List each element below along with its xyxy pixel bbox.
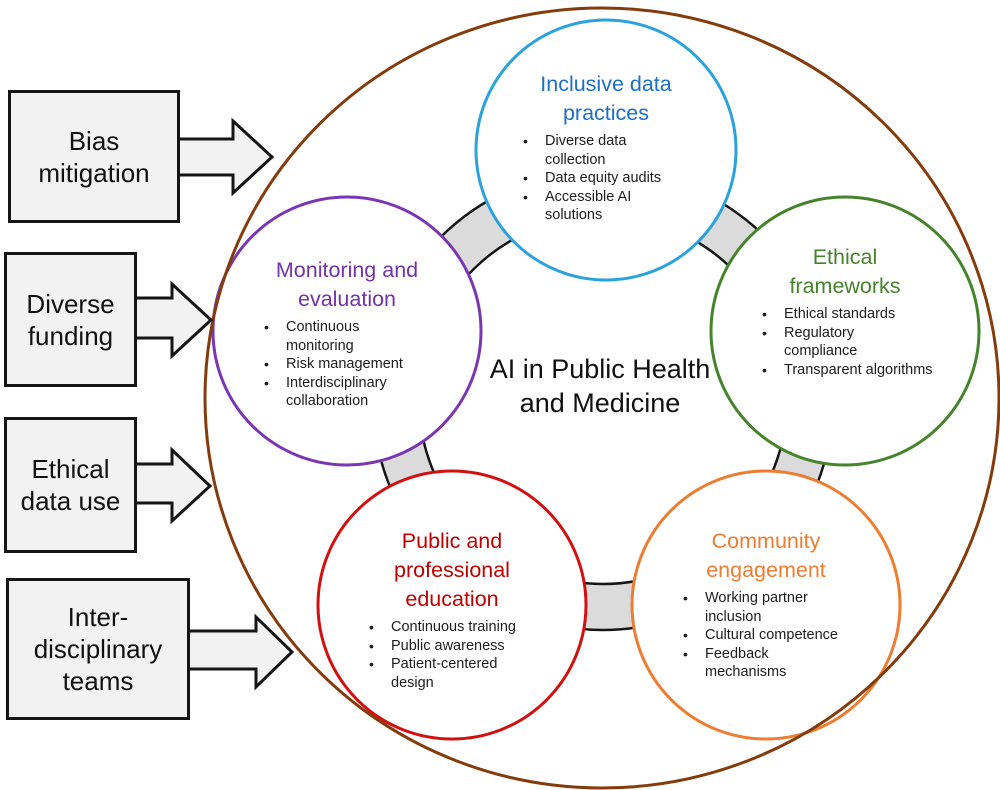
arrow-diverse-funding <box>131 280 214 360</box>
arrow-interdisciplinary-teams <box>184 613 295 691</box>
node-bullet-list: Working partner inclusion Cultural compe… <box>656 589 876 682</box>
diagram-center-title: AI in Public Health and Medicine <box>489 354 711 418</box>
node-bullet: Working partner inclusion <box>683 589 876 626</box>
node-text-public-and-professional-education: Public and professional education Contin… <box>342 527 562 692</box>
input-box-interdisciplinary-teams: Inter- disciplinary teams <box>6 578 190 720</box>
arrow-bias-mitigation <box>176 117 275 197</box>
node-bullet: Continuous training <box>369 618 562 637</box>
input-label-ethical-data-use: Ethical data use <box>20 454 121 516</box>
node-title: Ethical frameworks <box>789 245 901 298</box>
node-bullet: Transparent algorithms <box>762 361 955 380</box>
input-box-diverse-funding: Diverse funding <box>4 252 137 387</box>
node-bullet: Feedback mechanisms <box>683 645 876 682</box>
input-box-ethical-data-use: Ethical data use <box>4 417 137 553</box>
node-bullet-list: Ethical standards Regulatory compliance … <box>735 305 955 379</box>
node-title: Community engagement <box>706 529 826 582</box>
node-bullet: Patient-centered design <box>369 655 562 692</box>
node-title: Inclusive data practices <box>540 72 672 125</box>
node-bullet: Diverse data collection <box>523 132 716 169</box>
node-bullet: Continuous monitoring <box>264 318 457 355</box>
node-bullet: Interdisciplinary collaboration <box>264 374 457 411</box>
input-label-diverse-funding: Diverse funding <box>26 288 115 351</box>
node-text-community-engagement: Community engagement Working partner inc… <box>656 527 876 682</box>
node-text-inclusive-data-practices: Inclusive data practices Diverse data co… <box>496 70 716 225</box>
input-label-interdisciplinary-teams: Inter- disciplinary teams <box>33 602 163 696</box>
node-bullet: Risk management <box>264 355 457 374</box>
node-title: Public and professional education <box>394 529 510 611</box>
node-bullet: Accessible AI solutions <box>523 188 716 225</box>
node-bullet: Cultural competence <box>683 626 876 645</box>
node-title: Monitoring and evaluation <box>275 258 419 311</box>
node-text-ethical-frameworks: Ethical frameworks Ethical standards Reg… <box>735 243 955 379</box>
node-bullet-list: Continuous training Public awareness Pat… <box>342 618 562 692</box>
input-label-bias-mitigation: Bias mitigation <box>38 125 150 188</box>
node-bullet-list: Diverse data collection Data equity audi… <box>496 132 716 225</box>
node-bullet: Data equity audits <box>523 169 716 188</box>
node-bullet: Public awareness <box>369 637 562 656</box>
node-text-monitoring-and-evaluation: Monitoring and evaluation Continuous mon… <box>237 256 457 411</box>
node-bullet: Regulatory compliance <box>762 324 955 361</box>
arrow-ethical-data-use <box>131 446 213 525</box>
outer-ellipse <box>203 6 1000 790</box>
input-box-bias-mitigation: Bias mitigation <box>8 90 180 223</box>
node-bullet: Ethical standards <box>762 305 955 324</box>
node-bullet-list: Continuous monitoring Risk management In… <box>237 318 457 411</box>
